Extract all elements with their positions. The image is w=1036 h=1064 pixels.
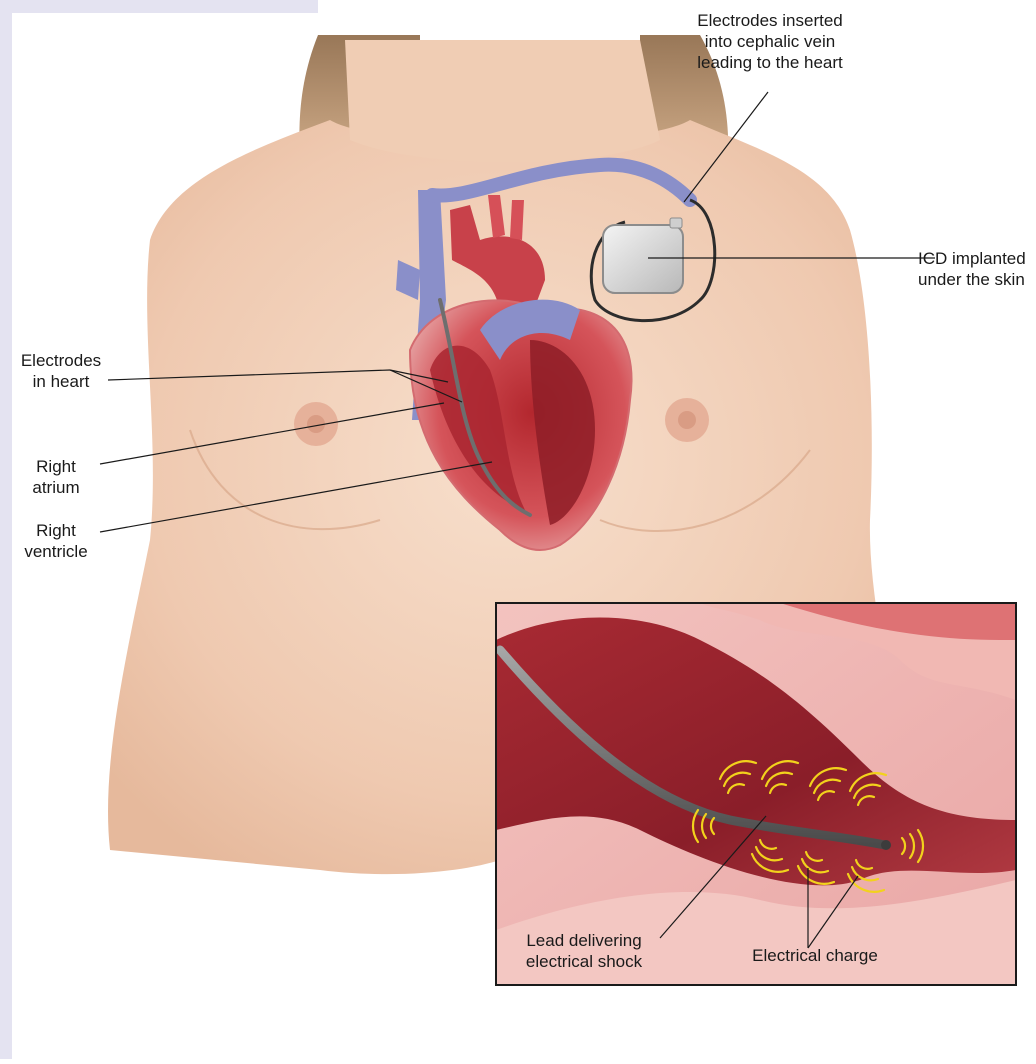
label-lead-delivering: Lead delivering electrical shock (510, 930, 658, 972)
label-right-ventricle: Right ventricle (12, 520, 100, 562)
sidebar-tint (0, 0, 12, 1059)
inset-panel (496, 603, 1016, 985)
top-left-tint (0, 0, 318, 13)
label-electrodes-in-heart: Electrodes in heart (6, 350, 116, 392)
neck (345, 40, 660, 163)
label-electrodes-inserted: Electrodes inserted into cephalic vein l… (676, 10, 864, 73)
label-right-atrium: Right atrium (16, 456, 96, 498)
label-icd-implanted: ICD implanted under the skin (918, 248, 1036, 290)
inset-lead-tip (881, 840, 891, 850)
label-electrical-charge: Electrical charge (730, 945, 900, 966)
icd-header (670, 218, 682, 228)
icd-device (603, 225, 683, 293)
